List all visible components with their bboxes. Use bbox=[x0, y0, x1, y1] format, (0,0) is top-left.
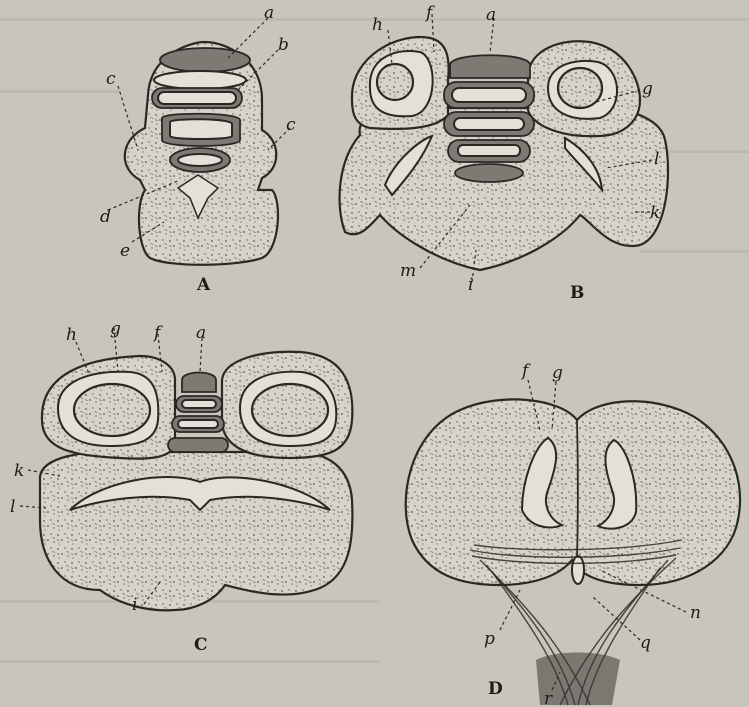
panel-c-lower-body bbox=[40, 452, 352, 611]
panel-d-label-q: q bbox=[640, 633, 651, 653]
panel-d-label-g: g bbox=[552, 363, 563, 383]
panel-c-label-g: g bbox=[110, 319, 121, 339]
panel-b-title: B bbox=[570, 283, 584, 303]
panel-a-label-b: b bbox=[278, 35, 289, 55]
panel-d: f g p n q r D bbox=[406, 361, 740, 707]
panel-d-label-f: f bbox=[520, 361, 531, 381]
panel-b-left-inner bbox=[377, 64, 413, 100]
panel-b-label-g: g bbox=[642, 79, 653, 99]
panel-b-label-k: k bbox=[650, 203, 660, 223]
panel-b: h f a g l k m i B bbox=[340, 3, 668, 303]
panel-b-right-inner bbox=[558, 68, 602, 108]
panel-c-label-i: i bbox=[132, 595, 137, 615]
panel-a-label-c-left: c bbox=[106, 69, 116, 89]
panel-a: a b c c d e A bbox=[100, 3, 296, 295]
panel-b-label-a: a bbox=[486, 5, 496, 25]
panel-d-label-p: p bbox=[484, 629, 495, 649]
panel-c-label-f: f bbox=[152, 323, 163, 343]
panel-c-label-l: l bbox=[10, 497, 15, 517]
panel-c-label-k: k bbox=[14, 461, 24, 481]
panel-b-label-i: i bbox=[468, 275, 473, 295]
panel-a-title: A bbox=[196, 275, 211, 295]
panel-c-right-inner bbox=[252, 384, 328, 436]
panel-c-label-a: a bbox=[196, 323, 206, 343]
panel-c-label-h: h bbox=[66, 325, 77, 345]
panel-b-label-m: m bbox=[400, 261, 416, 281]
panel-c-layers bbox=[168, 373, 228, 453]
panel-d-label-n: n bbox=[690, 603, 701, 623]
panel-d-label-r: r bbox=[544, 689, 553, 707]
panel-a-label-c-right: c bbox=[286, 115, 296, 135]
panel-d-title: D bbox=[488, 679, 503, 699]
panel-c-title: C bbox=[194, 635, 208, 655]
panel-b-label-h: h bbox=[372, 15, 383, 35]
panel-a-label-e: e bbox=[120, 241, 130, 261]
panel-a-label-d: d bbox=[100, 207, 111, 227]
panel-b-label-l: l bbox=[654, 149, 659, 169]
panel-c: h g f a k l i C bbox=[10, 319, 352, 655]
panel-c-left-inner bbox=[74, 384, 150, 436]
panel-a-label-a: a bbox=[264, 3, 274, 23]
